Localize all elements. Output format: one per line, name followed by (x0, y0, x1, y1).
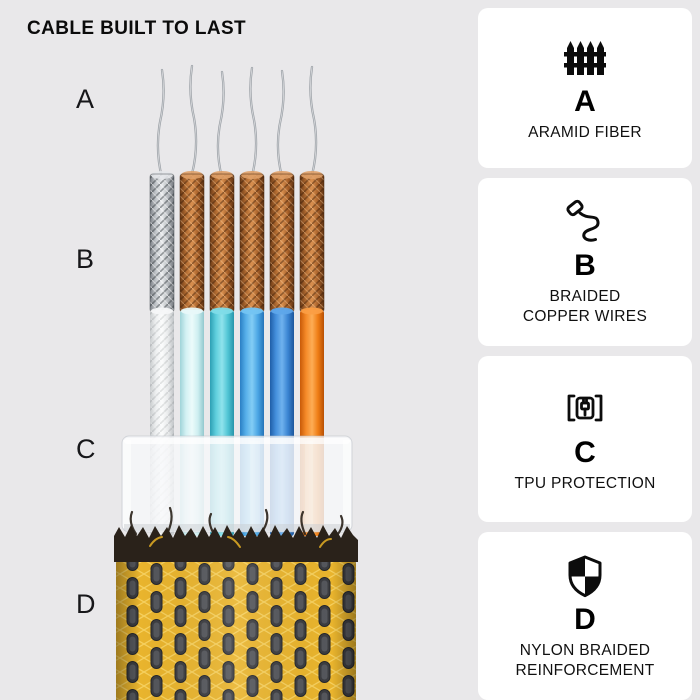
cable-plug-icon (561, 197, 609, 247)
fence-icon (561, 33, 609, 83)
card-tpu-protection: C TPU PROTECTION (478, 356, 692, 522)
layer-label-d: D (76, 589, 96, 619)
card-caption: TPU PROTECTION (514, 474, 656, 492)
card-caption: ARAMID FIBER (528, 123, 642, 141)
card-letter: B (574, 248, 596, 282)
page-title: CABLE BUILT TO LAST (27, 18, 247, 39)
frayed-fibers (114, 506, 358, 562)
layer-label-a: A (76, 84, 95, 114)
card-braided-copper-wires: B BRAIDED COPPER WIRES (478, 178, 692, 346)
card-caption: BRAIDED COPPER WIRES (522, 287, 648, 325)
layer-label-c: C (76, 434, 96, 464)
card-aramid-fiber: A ARAMID FIBER (478, 8, 692, 168)
tpu-layer (121, 435, 353, 533)
aramid-fiber-strands (156, 64, 318, 180)
card-letter: A (574, 84, 596, 118)
card-letter: D (574, 602, 596, 636)
cable-illustration (114, 64, 358, 700)
card-nylon-braided-reinforcement: D NYLON BRAIDED REINFORCEMENT (478, 532, 692, 700)
braided-copper-layer (149, 171, 325, 313)
shield-icon (561, 551, 609, 601)
connector-case-icon (561, 384, 609, 434)
nylon-braid-layer (116, 552, 356, 700)
feature-cards: A ARAMID FIBER B BRAIDED COPPER WIRES (478, 8, 692, 700)
card-letter: C (574, 435, 596, 469)
layer-label-b: B (76, 244, 95, 274)
card-caption: NYLON BRAIDED REINFORCEMENT (515, 641, 655, 679)
